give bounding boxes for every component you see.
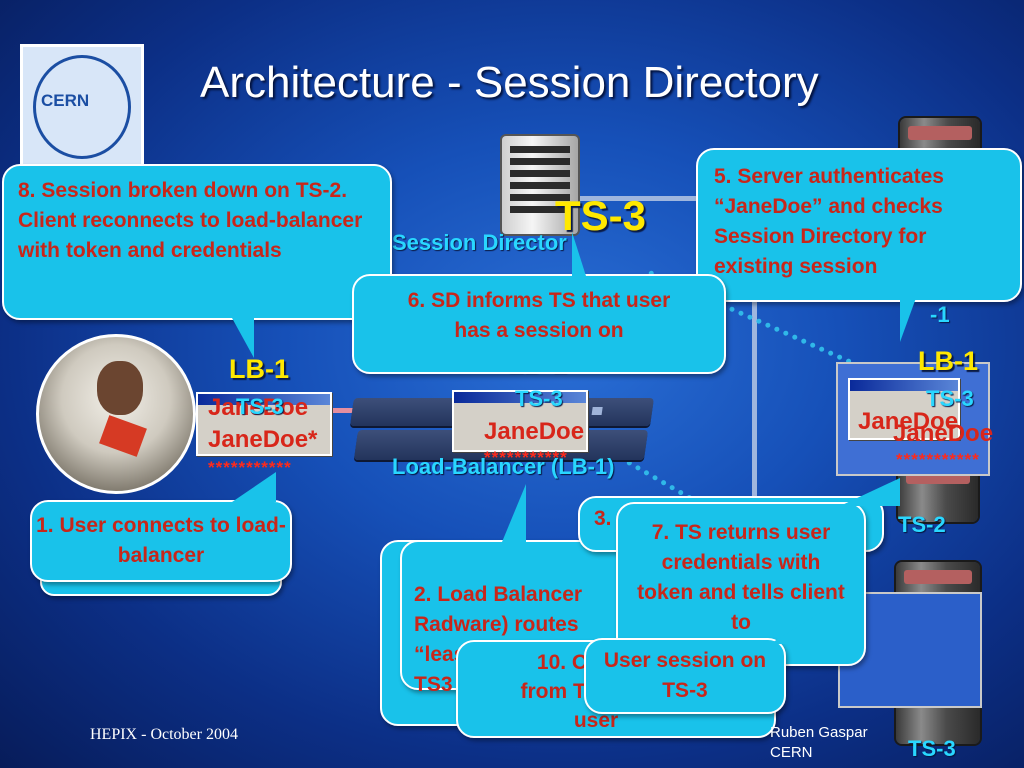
callout-step-7-tail — [840, 478, 900, 506]
callout-step-8-tail — [232, 318, 254, 358]
logo-text: CERN — [41, 91, 90, 110]
ts3-bottom-label: TS-3 — [908, 736, 956, 761]
client-rdp-dialog — [196, 392, 332, 456]
ts-node-user-label: JaneDoe — [858, 408, 959, 435]
load-balancer-label: Load-Balancer (LB-1) — [392, 454, 615, 479]
callout-user-session: User session on TS-3 — [584, 638, 786, 714]
footer-author: Ruben Gaspar — [770, 724, 868, 741]
user-photo — [36, 334, 196, 494]
ts1-desktop-screen — [836, 362, 990, 476]
lb-node-password-label: *********** — [484, 448, 568, 467]
callout-step-6: 6. SD informs TS that user has a session… — [352, 274, 726, 374]
client-user2-label: JaneDoe* — [208, 426, 318, 453]
callout-user-session-tail — [770, 594, 850, 644]
callout-step-8-text: 8. Session broken down on TS-2. Client r… — [18, 179, 363, 262]
ts-node-lb-label: LB-1 — [918, 346, 978, 376]
slide-title: Architecture - Session Directory — [200, 58, 819, 107]
ts2-label: TS-2 — [898, 512, 946, 537]
ts-node-ts-label: TS-3 — [926, 386, 974, 411]
callout-step-7-text: 7. TS returns user credentials with toke… — [637, 521, 845, 634]
footer-event: HEPIX - October 2004 — [90, 726, 238, 743]
lb-node-user-label: JaneDoe — [484, 418, 585, 445]
callout-step-8: 8. Session broken down on TS-2. Client r… — [2, 164, 392, 320]
footer-org: CERN — [770, 744, 813, 761]
ts-node-password-label: *********** — [896, 450, 980, 469]
callout-step-1-tail — [232, 472, 276, 502]
logo-ring — [33, 55, 131, 159]
callout-step-6-line2: has a session on — [454, 319, 624, 342]
callout-step-6-tail — [572, 232, 586, 276]
callout-user-session-text: User session on TS-3 — [603, 649, 767, 702]
callout-step-3-text: 3. — [594, 507, 612, 530]
callout-step-5: 5. Server authenticates “JaneDoe” and ch… — [696, 148, 1022, 302]
callout-step-1-text: 1. User connects to load-balancer — [36, 514, 286, 567]
lb-rdp-dialog — [452, 390, 588, 452]
login-dialog — [848, 378, 960, 440]
session-directory-server — [502, 136, 578, 234]
callout-step-1: 1. User connects to load-balancer — [30, 500, 292, 582]
callout-step-10-line3: user — [573, 709, 619, 732]
client-ts-label: TS-3 — [236, 394, 284, 419]
ts3-big-label: TS-3 — [555, 192, 647, 239]
ts1-partial-label: -1 — [930, 302, 950, 327]
session-directory-label: Session Director — [392, 230, 567, 255]
callout-step-5-tail — [900, 298, 916, 342]
client-link-line — [330, 408, 370, 413]
client-lb-label: LB-1 — [229, 354, 289, 384]
ts-node-user2-label: JaneDoe — [893, 420, 994, 447]
callout-step-6-line1: 6. SD informs TS that user — [407, 289, 671, 312]
client-user-label: JaneDoe — [208, 394, 309, 421]
cern-logo: CERN — [20, 44, 144, 168]
callout-step-2-tail — [502, 484, 526, 542]
network-line-vertical — [752, 196, 757, 556]
lb-node-ts-label: TS-3 — [515, 386, 563, 411]
callout-step-5-text: 5. Server authenticates “JaneDoe” and ch… — [714, 165, 944, 278]
